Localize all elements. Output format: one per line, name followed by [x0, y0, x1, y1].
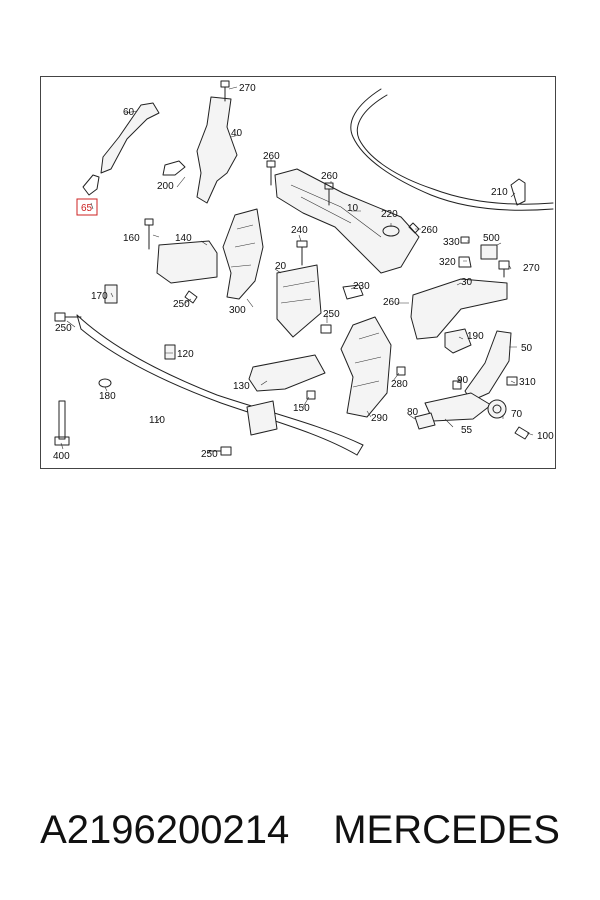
bumper-end-plate	[246, 400, 278, 436]
callout-310: 310	[519, 377, 536, 388]
callout-20: 20	[275, 261, 287, 272]
callout-150: 150	[293, 403, 310, 414]
nut-310	[506, 376, 518, 386]
sleeve-170	[104, 284, 118, 304]
nut-180	[98, 378, 112, 388]
callout-210: 210	[491, 187, 508, 198]
callout-230: 230	[353, 281, 370, 292]
callout-110: 110	[149, 415, 165, 426]
callout-90: 90	[457, 375, 469, 386]
bolt-250-mid	[184, 290, 198, 304]
callout-400: 400	[53, 451, 70, 462]
bar-bracket-210	[510, 178, 526, 206]
bolt-160	[144, 218, 154, 250]
bolt-100	[514, 426, 530, 440]
control-arm-55	[424, 392, 492, 422]
bolt-270-top	[220, 80, 230, 102]
callout-100: 100	[537, 431, 554, 442]
callout-55: 55	[461, 425, 473, 436]
callout-290: 290	[371, 413, 388, 424]
mount-130	[248, 354, 326, 392]
clip-320	[458, 256, 472, 268]
exploded-view-drawing: 270 60 40 260 260 200 65 10 210 220 260 …	[53, 80, 554, 462]
callout-260-c: 260	[421, 225, 438, 236]
bracket-230	[342, 284, 364, 300]
part-65-highlight-box	[76, 198, 98, 216]
bracket-200	[162, 160, 186, 176]
bolt-240	[296, 240, 308, 266]
bolt-260-b	[324, 182, 334, 206]
arm-30	[410, 278, 508, 340]
side-bracket-300	[222, 208, 264, 300]
callout-120: 120	[177, 349, 194, 360]
callout-65: 65	[81, 203, 93, 214]
bracket-190	[444, 328, 472, 354]
callout-300: 300	[229, 305, 246, 316]
callout-10: 10	[347, 203, 359, 214]
callout-260-a: 260	[263, 151, 280, 162]
bracket-60	[100, 102, 160, 174]
bolt-260-a	[266, 160, 276, 186]
brand-name: MERCEDES	[333, 807, 560, 852]
part-65	[82, 174, 100, 196]
callout-190: 190	[467, 331, 484, 342]
callout-270-right: 270	[523, 263, 540, 274]
callout-140: 140	[175, 233, 192, 244]
bushing-80	[414, 412, 436, 430]
parts-diagram: 270 60 40 260 260 200 65 10 210 220 260 …	[40, 76, 556, 469]
bolt-260-c	[408, 222, 420, 234]
bushing-70	[487, 399, 507, 419]
callout-40: 40	[231, 128, 243, 139]
callout-170: 170	[91, 291, 108, 302]
callout-30: 30	[461, 277, 473, 288]
callout-330: 330	[443, 237, 460, 248]
callout-250-left: 250	[55, 323, 72, 334]
callout-250-center: 250	[323, 309, 340, 320]
bracket-140	[156, 240, 218, 284]
callout-130: 130	[233, 381, 250, 392]
bracket-290	[340, 316, 392, 418]
leader-lines	[60, 86, 534, 454]
link-50	[464, 330, 512, 402]
bolt-280	[396, 366, 406, 376]
bracket-40	[196, 96, 238, 204]
callout-250-bottom: 250	[201, 449, 218, 460]
bolt-250-center	[320, 324, 332, 334]
bolt-270-right	[498, 260, 510, 278]
bolt-330	[460, 236, 470, 244]
callout-250-mid: 250	[173, 299, 190, 310]
callout-60: 60	[123, 107, 135, 118]
block-20	[276, 264, 322, 338]
long-bolt-400	[54, 400, 70, 446]
stabilizer-bar	[350, 88, 554, 211]
callout-260-d: 260	[383, 297, 400, 308]
callout-180: 180	[99, 391, 116, 402]
callout-240: 240	[291, 225, 308, 236]
product-caption: A2196200214 MERCEDES	[0, 800, 600, 860]
callout-160: 160	[123, 233, 140, 244]
callout-260-b: 260	[321, 171, 338, 182]
callout-80: 80	[407, 407, 419, 418]
sleeve-120	[164, 344, 176, 360]
callout-280: 280	[391, 379, 408, 390]
callout-270-top: 270	[239, 83, 256, 94]
callout-500: 500	[483, 233, 500, 244]
callout-70: 70	[511, 409, 523, 420]
callout-50: 50	[521, 343, 533, 354]
bumper-beam-110	[76, 314, 364, 456]
part-number: A2196200214	[40, 807, 290, 852]
bolt-150	[306, 390, 316, 400]
callout-220: 220	[381, 209, 398, 220]
callout-200: 200	[157, 181, 174, 192]
callout-320: 320	[439, 257, 456, 268]
bolt-250-left	[54, 312, 82, 322]
mount-500	[480, 244, 498, 260]
